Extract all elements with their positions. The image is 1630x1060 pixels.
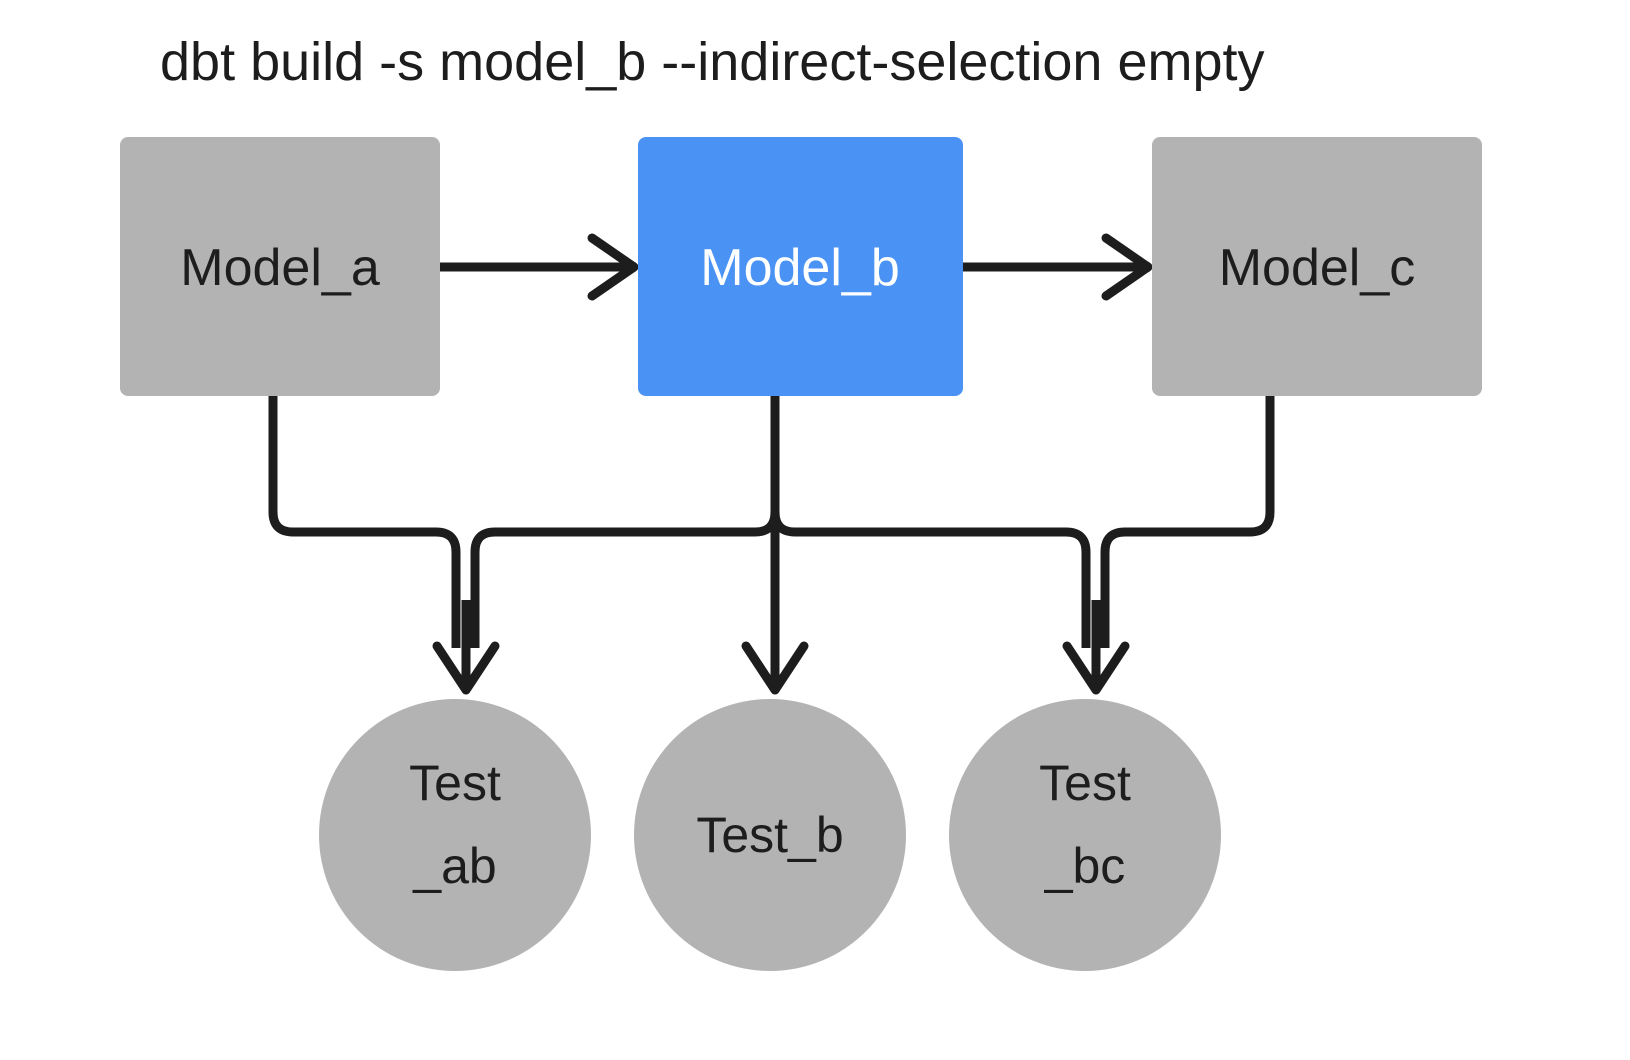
- edge-model-a-to-test-ab: [268, 396, 461, 648]
- edge-model-b-to-test-ab: [470, 396, 780, 648]
- arrow-into-test-bc: [1062, 600, 1130, 695]
- node-model-c[interactable]: Model_c: [1152, 137, 1482, 396]
- page-title: dbt build -s model_b --indirect-selectio…: [160, 32, 1265, 92]
- test-b-shape[interactable]: [634, 699, 906, 971]
- model-a-shape[interactable]: [120, 137, 440, 396]
- edge-model-c-to-test-bc: [1100, 396, 1275, 648]
- node-test-b[interactable]: Test_b: [634, 699, 906, 971]
- test-bc-shape[interactable]: [949, 699, 1221, 971]
- node-test-bc[interactable]: Test _bc: [949, 699, 1221, 971]
- model-b-shape[interactable]: [638, 137, 963, 396]
- arrow-into-test-ab: [432, 600, 500, 695]
- test-ab-shape[interactable]: [319, 699, 591, 971]
- edge-model-b-to-model-c: [962, 233, 1153, 301]
- model-c-shape[interactable]: [1152, 137, 1482, 396]
- edge-model-a-to-model-b: [440, 233, 639, 301]
- node-model-b[interactable]: Model_b: [638, 137, 963, 396]
- edge-model-b-to-test-bc: [770, 396, 1091, 648]
- node-model-a[interactable]: Model_a: [120, 137, 440, 396]
- node-test-ab[interactable]: Test _ab: [319, 699, 591, 971]
- arrow-into-test-b: [741, 600, 809, 695]
